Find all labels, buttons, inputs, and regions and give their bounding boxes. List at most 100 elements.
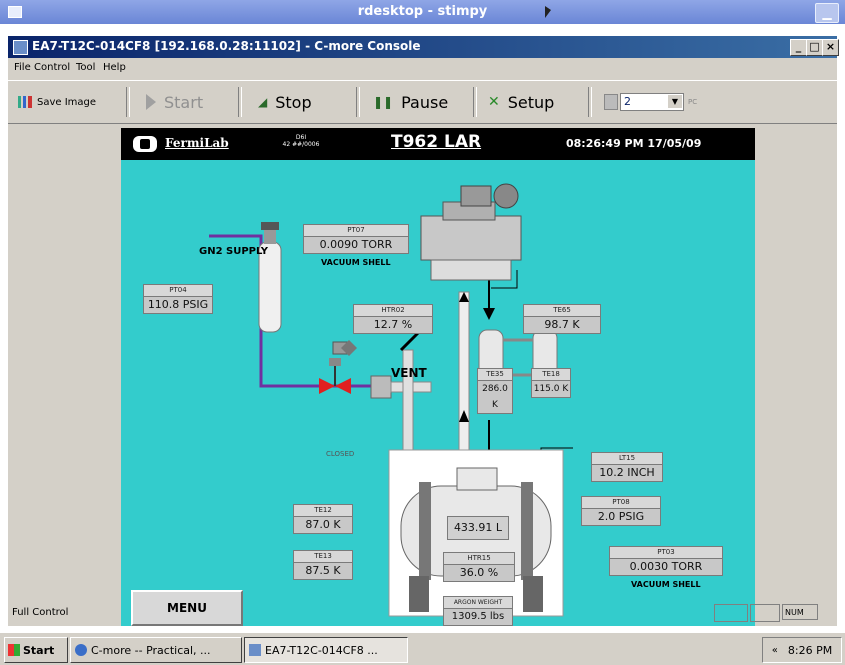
up-arrow-icon [459,292,469,302]
tools-icon: ✕ [488,94,500,110]
tag-value: 2.0 PSIG [597,510,645,523]
cryocooler-icon [420,183,522,281]
tag-name: TE12 [294,505,352,517]
play-icon [146,94,156,110]
start-button[interactable]: Start [146,87,203,117]
maximize-button[interactable]: □ [806,39,823,56]
app-icon [13,40,28,55]
actuator-icon [332,340,357,356]
clock: 8:26 PM [787,643,833,657]
tag-name: TE18 [532,369,570,381]
close-button[interactable]: × [822,39,839,56]
tag-name: PT03 [610,547,722,559]
window-icon [8,6,22,18]
pause-label: Pause [401,92,449,112]
menu-file[interactable]: File [14,62,31,73]
tag-te35[interactable]: TE35 286.0 K [477,368,513,414]
screen-info-line1: D6I [295,134,307,141]
hmi-title: T962 LAR [391,132,482,152]
taskbar-item-cmore-practical[interactable]: C-more -- Practical, ... [70,637,242,663]
tag-value: 98.7 K [544,318,580,331]
start-label: Start [164,92,204,112]
save-image-button[interactable]: Save Image [18,87,96,117]
tag-name: TE65 [524,305,600,317]
zoom-select[interactable]: 2 ▼ [620,93,684,111]
vent-label: VENT [391,366,427,380]
start-label: Start [23,643,55,657]
tag-name: LT15 [592,453,662,465]
console-titlebar: EA7-T12C-014CF8 [192.168.0.28:11102] - C… [8,36,839,58]
menu-tool[interactable]: Tool [76,62,96,73]
console-title: EA7-T12C-014CF8 [192.168.0.28:11102] - C… [32,39,421,53]
stop-button[interactable]: ◢ Stop [258,87,312,117]
chevron-down-icon: ▼ [668,95,682,108]
tag-name: TE13 [294,551,352,563]
tray-arrows-icon[interactable]: « [771,644,778,656]
tag-name: PT07 [304,225,408,237]
taskbar-item-label: EA7-T12C-014CF8 ... [265,643,378,657]
windows-logo-icon [8,644,20,656]
pause-button[interactable]: ❚❚ Pause [373,87,448,117]
tag-name: TE35 [478,369,512,381]
tag-value: 0.0090 TORR [319,238,393,251]
tag-value: 36.0 % [459,566,499,579]
toolbar: Save Image Start ◢ Stop ❚❚ Pause ✕ Setup… [8,80,837,124]
status-text: Full Control [12,607,69,618]
setup-button[interactable]: ✕ Setup [488,87,554,117]
status-bar: Full Control NUM [8,604,837,624]
zoom-icon [604,94,618,110]
tag-value: 286.0 K [482,384,508,410]
down-arrow-icon [483,308,495,320]
cmore-console-window: EA7-T12C-014CF8 [192.168.0.28:11102] - C… [8,36,839,626]
tag-argon-weight[interactable]: ARGON WEIGHT 1309.5 lbs [443,596,513,626]
tag-value: 12.7 % [373,318,413,331]
start-menu-button[interactable]: Start [4,637,68,663]
valve-status-label: CLOSED [326,450,355,458]
zoom-value: 2 [624,95,631,108]
menu-button[interactable]: MENU [131,590,243,626]
rdesktop-titlebar: rdesktop - stimpy ▁ [0,0,845,24]
gn2-supply-label: GN2 SUPPLY [199,246,269,257]
gn2-cylinder-icon [258,222,282,333]
status-pane [714,604,748,622]
tag-value: 87.0 K [305,518,341,531]
tag-value: 0.0030 TORR [629,560,703,573]
pause-icon: ❚❚ [373,95,394,109]
tag-value: 1309.5 lbs [451,611,505,622]
taskbar-item-console[interactable]: EA7-T12C-014CF8 ... [244,637,408,663]
mouse-cursor-icon [545,6,551,18]
rdesktop-title: rdesktop - stimpy [357,4,488,19]
up-arrow-icon [459,410,469,422]
zoom-control: 2 ▼ PC [604,87,697,117]
hmi-header: FermiLab D6I 42 ##/0006 T962 LAR 08:26:4… [121,128,755,160]
tag-tank-volume[interactable]: 433.91 L [447,516,509,540]
tag-name: ARGON WEIGHT [444,597,512,609]
vacuum-shell-top-label: VACUUM SHELL [321,258,391,267]
minimize-button[interactable]: ▁ [815,3,839,23]
zoom-unit: PC [688,98,698,106]
hmi-datetime: 08:26:49 PM 17/05/09 [566,137,702,150]
process-diagram [209,183,573,617]
fermilab-logo-icon [133,136,157,152]
hmi-screen: FermiLab D6I 42 ##/0006 T962 LAR 08:26:4… [121,128,755,626]
toolbar-divider [473,87,477,117]
menu-help[interactable]: Help [103,62,126,73]
stop-icon: ◢ [258,95,268,109]
minimize-button[interactable]: _ [790,39,807,56]
num-lock-indicator: NUM [782,604,818,620]
menu-control[interactable]: Control [34,62,71,73]
screen-info-line2: 42 ##/0006 [282,141,320,148]
tag-name: PT08 [582,497,660,509]
tag-name: PT04 [144,285,212,297]
